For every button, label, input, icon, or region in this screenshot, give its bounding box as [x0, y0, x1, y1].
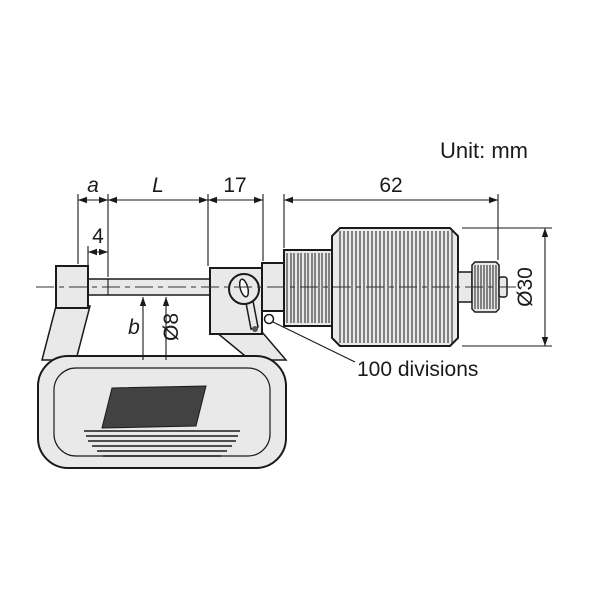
dimension-lines: [78, 199, 546, 360]
unit-label: Unit: mm: [440, 138, 528, 163]
divisions-leader-line: [272, 321, 356, 363]
dim-label-17: 17: [223, 174, 246, 197]
divisions-leader-dot: [263, 313, 275, 325]
thimble-graduations: [286, 253, 330, 323]
extension-lines: [77, 194, 552, 347]
dim-label-b: b: [128, 316, 140, 339]
frame-label-plate: [101, 385, 207, 429]
divisions-label: 100 divisions: [357, 358, 478, 381]
dim-label-a: a: [87, 174, 99, 197]
frame-grip-lines: [84, 430, 240, 457]
ratchet-cap: [471, 261, 500, 313]
dim-label-dia8: Ø8: [160, 313, 183, 341]
dim-label-dia30: Ø30: [514, 267, 537, 307]
dim-label-62: 62: [379, 174, 402, 197]
dim-label-4: 4: [92, 225, 104, 248]
dim-label-L: L: [152, 174, 164, 197]
frame-left-arm: [41, 305, 91, 361]
lock-lever-knob: [252, 326, 258, 332]
